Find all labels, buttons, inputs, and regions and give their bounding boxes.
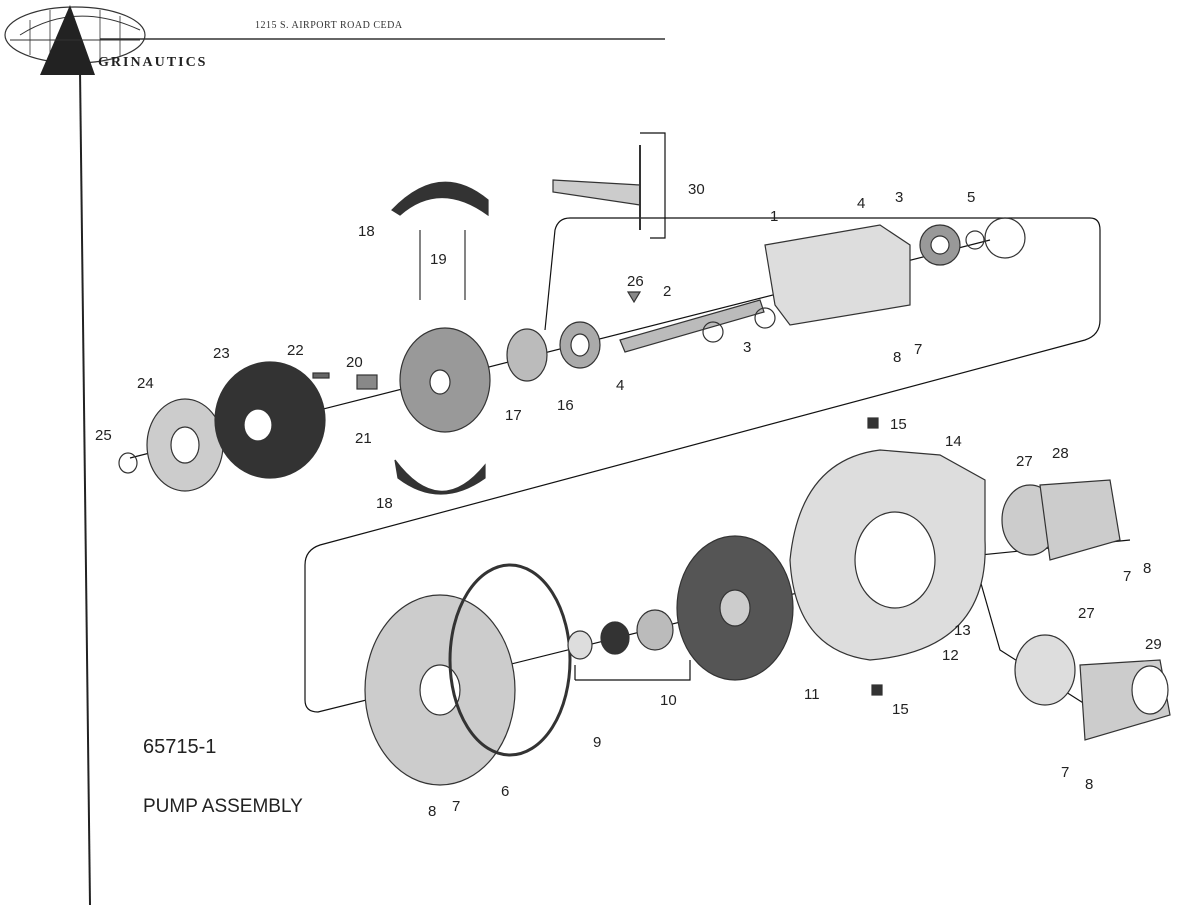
callout: 5 <box>967 189 975 206</box>
callout: 21 <box>355 430 372 447</box>
callout: 30 <box>688 181 705 198</box>
callout: 15 <box>890 416 907 433</box>
callout: 18 <box>358 223 375 240</box>
part-1-housing <box>764 224 911 326</box>
callout: 1 <box>770 208 778 225</box>
part-29-fitting <box>1079 659 1171 741</box>
callout: 12 <box>942 647 959 664</box>
part-10-seal-b <box>600 621 630 655</box>
callout: 22 <box>287 342 304 359</box>
part-11-impeller <box>676 535 794 681</box>
callout: 24 <box>137 375 154 392</box>
part-27-gasket-b <box>1014 634 1076 706</box>
callout: 2 <box>663 283 671 300</box>
part-5-snap-ring <box>984 217 1026 259</box>
part-3-oring-b <box>754 307 776 329</box>
callout: 7 <box>1061 764 1069 781</box>
callout: 8 <box>428 803 436 820</box>
callout: 4 <box>616 377 624 394</box>
part-9-gasket <box>448 563 572 757</box>
callout: 29 <box>1145 636 1162 653</box>
part-17-clutch-plate <box>399 327 491 433</box>
agrinautics-logo <box>4 5 146 75</box>
part-10-seal-a <box>567 630 593 660</box>
callout: 20 <box>346 354 363 371</box>
callout: 16 <box>557 397 574 414</box>
callout: 27 <box>1016 453 1033 470</box>
callout: 7 <box>452 798 460 815</box>
part-24-hub <box>146 398 224 492</box>
part-26-key <box>626 291 642 304</box>
part-19-springs <box>419 230 466 300</box>
callout: 8 <box>1143 560 1151 577</box>
part-10-seal-c <box>636 609 674 651</box>
callout: 13 <box>954 622 971 639</box>
callout: 3 <box>743 339 751 356</box>
part-16-washer <box>506 328 548 382</box>
callout: 7 <box>914 341 922 358</box>
callout: 6 <box>501 783 509 800</box>
part-2-shaft <box>619 299 765 353</box>
drawing-title: PUMP ASSEMBLY <box>143 796 303 817</box>
callout: 3 <box>895 189 903 206</box>
part-3-oring-c <box>965 230 985 250</box>
callout: 17 <box>505 407 522 424</box>
part-4-bearing-b <box>919 224 961 266</box>
callout: 19 <box>430 251 447 268</box>
part-number: 65715-1 <box>143 736 217 758</box>
callout: 27 <box>1078 605 1095 622</box>
part-22-bolt <box>312 372 330 379</box>
callout: 18 <box>376 495 393 512</box>
callout: 7 <box>1123 568 1131 585</box>
callout-labels: 30 1 4 3 5 18 19 26 2 3 8 7 22 23 20 4 2… <box>95 181 1162 820</box>
callout: 14 <box>945 433 962 450</box>
callout: 8 <box>893 349 901 366</box>
callout: 28 <box>1052 445 1069 462</box>
brand-name: GRINAUTICS <box>98 55 208 70</box>
callout: 23 <box>213 345 230 362</box>
part-30-lever <box>552 179 641 206</box>
part-18-shoe-bottom <box>394 459 486 495</box>
part-15-plug <box>867 417 879 429</box>
part-6-cover <box>364 594 516 786</box>
part-23-drum <box>214 361 326 479</box>
part-15-plug-b <box>871 684 883 696</box>
parts <box>118 145 1171 786</box>
callout: 11 <box>804 686 820 703</box>
callout: 4 <box>857 195 865 212</box>
callout: 10 <box>660 692 677 709</box>
callout: 25 <box>95 427 112 444</box>
part-4-bearing <box>559 321 601 369</box>
callout: 15 <box>892 701 909 718</box>
margin-rule <box>79 69 91 906</box>
part-3-oring <box>702 321 724 343</box>
part-14-volute <box>789 449 986 661</box>
callout: 26 <box>627 273 644 290</box>
part-25-oring <box>118 452 138 474</box>
callout: 8 <box>1085 776 1093 793</box>
part-18-shoe-top <box>391 181 489 217</box>
header-address: 1215 S. AIRPORT ROAD CEDA <box>255 20 403 31</box>
part-28-fitting <box>1039 479 1121 561</box>
part-20-key <box>356 374 378 390</box>
callout: 9 <box>593 734 601 751</box>
